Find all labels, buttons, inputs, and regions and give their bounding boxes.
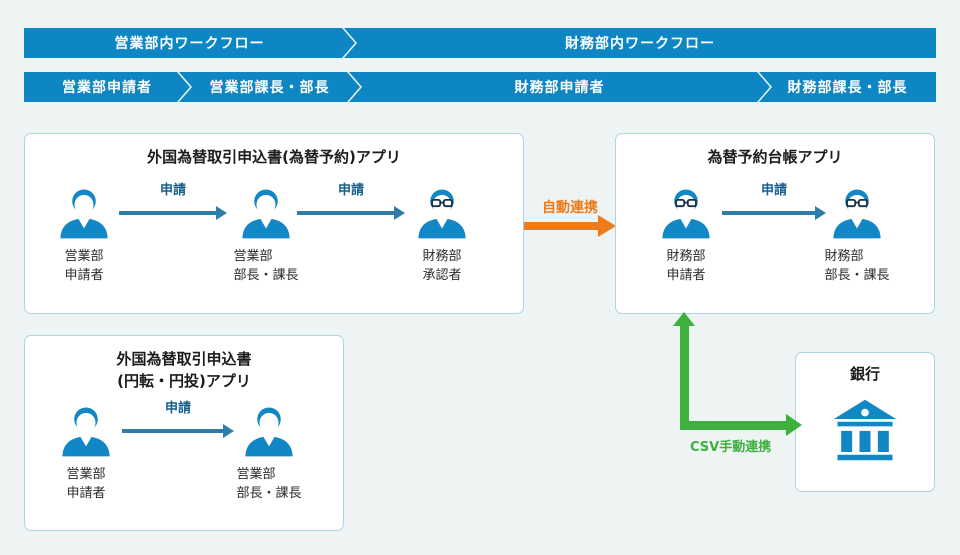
arrow-right-icon [122,424,234,438]
person-icon [242,189,290,239]
person-sales-applicant-2: 営業部 申請者 [38,402,134,504]
person-role: 部長・課長 [824,267,890,283]
apply-arrow-label: 申請 [337,183,364,198]
banner-finance-applicant: 財務部申請者 [349,72,770,102]
arrow-right-icon [722,206,826,220]
yen-app-title: 外国為替取引申込書 (円転・円投)アプリ [25,349,343,393]
person-glasses-icon [657,184,715,242]
person-role: 部長・課長 [236,485,302,501]
banner-label: 営業部課長・部長 [209,80,330,96]
person-label: 営業部 申請者 [64,248,103,286]
person-icon [62,407,110,457]
banner-label: 営業部申請者 [62,80,152,96]
person-sales-manager: 営業部 部長・課長 [218,184,314,286]
csv-link-vertical-line [680,326,689,430]
person-label: 財務部 部長・課長 [824,248,889,286]
person-dept: 営業部 [236,467,276,482]
person-dept: 財務部 [824,249,864,264]
person-label: 営業部 部長・課長 [236,466,301,504]
person-sales-applicant: 営業部 申請者 [36,184,132,286]
banner-sales-manager: 営業部課長・部長 [179,72,360,102]
person-dept: 営業部 [233,249,273,264]
csv-link-horizontal-line [680,421,786,430]
apply-arrow-label: 申請 [159,183,186,198]
banner-label: 財務部課長・部長 [787,80,908,96]
bank-icon [833,399,897,461]
banner-finance-manager: 財務部課長・部長 [759,72,936,102]
person-glasses-icon [413,184,471,242]
auto-link-arrowhead-icon [598,215,616,237]
ledger-app-title: 為替予約台帳アプリ [707,148,843,166]
csv-link-label: CSV手動連携 [690,440,772,455]
apply-arrow-3: 申請 [722,182,826,220]
person-glasses-icon [828,184,886,242]
arrow-right-icon [119,206,227,220]
fx-forward-app-title: 外国為替取引申込書(為替予約)アプリ [147,148,401,166]
banner-label: 営業部内ワークフロー [114,36,265,52]
csv-link-up-arrowhead-icon [673,312,695,326]
yen-app-title-line2: (円転・円投)アプリ [117,371,251,390]
person-icon [245,407,293,457]
person-role: 申請者 [66,485,106,501]
person-label: 財務部 申請者 [666,248,705,286]
bank-box: 銀行 [795,352,935,492]
person-icon [60,189,108,239]
person-label: 財務部 承認者 [422,248,461,286]
apply-arrow-1: 申請 [119,182,227,220]
yen-app-box: 外国為替取引申込書 (円転・円投)アプリ 営業部 申請者 申請 営業部 部長・課… [24,335,344,531]
person-label: 営業部 申請者 [66,466,105,504]
auto-link-label: 自動連携 [542,200,598,216]
workflow-banner-row-2: 営業部申請者 営業部課長・部長 財務部申請者 財務部課長・部長 [24,72,936,102]
csv-link-right-arrowhead-icon [786,414,802,436]
person-dept: 財務部 [422,249,462,264]
banner-label: 財務部申請者 [514,80,605,96]
person-role: 申請者 [666,267,706,283]
apply-arrow-label: 申請 [164,401,191,416]
fx-forward-app-box: 外国為替取引申込書(為替予約)アプリ 営業部 申請者 申請 営業部 部長・課長 … [24,133,524,314]
apply-arrow-2: 申請 [297,182,405,220]
bank-title: 銀行 [849,365,880,383]
banner-label: 財務部内ワークフロー [565,36,715,52]
person-label: 営業部 部長・課長 [233,248,298,286]
person-finance-manager: 財務部 部長・課長 [809,184,905,286]
workflow-banner-row-1: 営業部内ワークフロー 財務部内ワークフロー [24,28,936,58]
banner-sales-workflow: 営業部内ワークフロー [24,28,355,58]
banner-sales-applicant: 営業部申請者 [24,72,190,102]
person-role: 申請者 [64,267,104,283]
auto-link-arrow-icon [524,222,600,230]
yen-app-title-line1: 外国為替取引申込書 [116,350,252,368]
person-finance-applicant: 財務部 申請者 [638,184,734,286]
person-dept: 営業部 [64,249,104,264]
person-dept: 営業部 [66,467,106,482]
person-role: 部長・課長 [233,267,299,283]
apply-arrow-4: 申請 [122,400,234,438]
person-dept: 財務部 [666,249,706,264]
person-role: 承認者 [422,267,462,283]
person-sales-manager-2: 営業部 部長・課長 [221,402,317,504]
person-finance-approver: 財務部 承認者 [394,184,490,286]
banner-finance-workflow: 財務部内ワークフロー [344,28,936,58]
apply-arrow-label: 申請 [760,183,787,198]
ledger-app-box: 為替予約台帳アプリ 財務部 申請者 申請 財務部 部長・課長 [615,133,935,314]
arrow-right-icon [297,206,405,220]
